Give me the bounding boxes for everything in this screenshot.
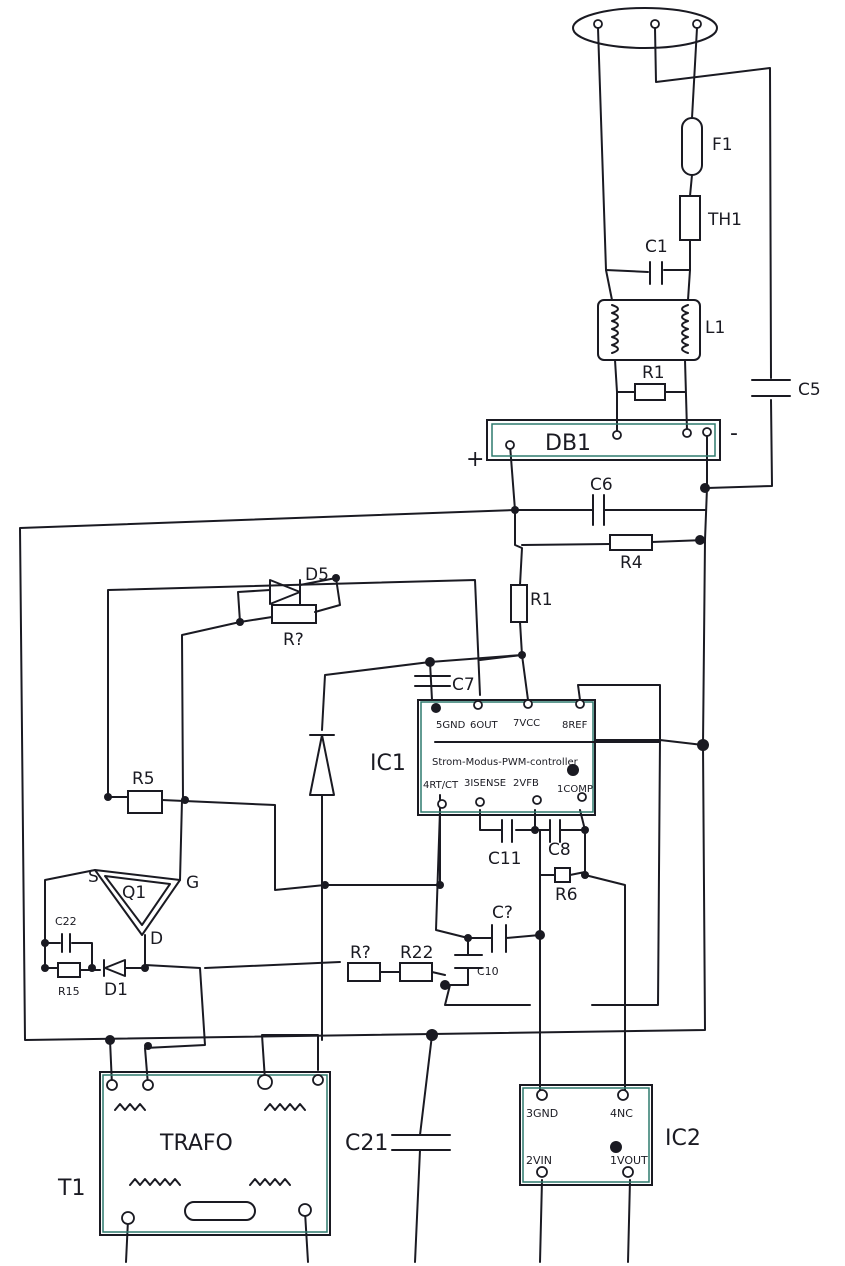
ic1-pwm-controller: 5GND 6OUT 7VCC 8REF Strom-Modus-PWM-cont… [370, 699, 661, 816]
svg-text:D: D [150, 929, 163, 949]
svg-text:IC1: IC1 [370, 751, 406, 776]
resistor-r1-start: R1 [510, 584, 553, 623]
svg-text:D5: D5 [305, 565, 329, 585]
capacitor-c7: C7 [414, 675, 475, 695]
capacitor-c11: C11 [488, 819, 522, 869]
fuse-f1: F1 [681, 117, 733, 176]
svg-text:C21: C21 [345, 1131, 388, 1156]
capacitor-c21: C21 [345, 1131, 451, 1156]
svg-text:R5: R5 [132, 769, 155, 789]
svg-text:8REF: 8REF [562, 720, 588, 731]
svg-text:6OUT: 6OUT [470, 720, 499, 731]
svg-text:3ISENSE: 3ISENSE [464, 778, 506, 789]
svg-text:C22: C22 [55, 915, 77, 928]
svg-text:4NC: 4NC [610, 1107, 633, 1120]
svg-text:S: S [88, 867, 99, 887]
svg-text:C5: C5 [798, 380, 821, 400]
resistor-r5: R5 [127, 769, 163, 814]
resistor-r22: R22 [399, 943, 433, 982]
svg-text:G: G [186, 873, 199, 893]
capacitor-c6: C6 [590, 475, 613, 526]
svg-text:R?: R? [350, 943, 371, 963]
capacitor-c1: C1 [645, 237, 668, 285]
inductor-l1: L1 [597, 299, 725, 361]
svg-text:2VFB: 2VFB [513, 778, 539, 789]
transformer-t1: TRAFO T1 [57, 1071, 331, 1236]
svg-text:C10: C10 [477, 965, 499, 978]
svg-text:R22: R22 [400, 943, 433, 963]
svg-text:1COMP: 1COMP [557, 784, 593, 795]
capacitor-c9: C? [491, 903, 513, 953]
thermistor-th1: TH1 [679, 195, 742, 241]
bridge-rectifier-db1: DB1 + - [466, 419, 738, 472]
capacitor-c5: C5 [751, 379, 821, 400]
ic2-regulator: 3GND 4NC 2VIN 1VOUT IC2 [519, 1084, 701, 1186]
capacitor-c22: C22 [55, 915, 77, 953]
svg-text:R1: R1 [642, 363, 665, 383]
capacitor-c8: C8 [548, 819, 571, 860]
svg-text:R15: R15 [58, 985, 80, 998]
svg-text:R4: R4 [620, 553, 643, 573]
svg-text:DB1: DB1 [545, 431, 591, 456]
svg-text:C6: C6 [590, 475, 613, 495]
svg-text:Q1: Q1 [122, 883, 146, 903]
svg-text:Strom-Modus-PWM-controller: Strom-Modus-PWM-controller [432, 757, 579, 768]
wires [19, 27, 773, 1263]
resistor-r2: R? [271, 604, 317, 650]
svg-text:C7: C7 [452, 675, 475, 695]
junction-dots [41, 483, 710, 1050]
diode-d5: D5 [269, 565, 329, 605]
svg-text:C1: C1 [645, 237, 668, 257]
svg-text:4RT/CT: 4RT/CT [423, 780, 459, 791]
svg-text:R?: R? [283, 630, 304, 650]
svg-text:F1: F1 [712, 135, 733, 155]
svg-text:T1: T1 [57, 1176, 85, 1201]
svg-text:C?: C? [492, 903, 513, 923]
diode-vertical [309, 734, 335, 796]
resistor-r3: R? [347, 943, 381, 982]
resistor-r15: R15 [57, 962, 81, 998]
resistor-r1-input: R1 [634, 363, 666, 401]
svg-text:7VCC: 7VCC [513, 718, 540, 729]
resistor-r6: R6 [554, 867, 578, 905]
svg-text:TH1: TH1 [707, 210, 742, 230]
svg-text:TRAFO: TRAFO [159, 1131, 233, 1156]
resistor-r4: R4 [609, 534, 653, 573]
svg-text:+: + [466, 447, 484, 472]
transistor-q1: Q1 S G D [88, 867, 199, 949]
svg-text:L1: L1 [705, 318, 725, 338]
svg-text:D1: D1 [104, 980, 128, 1000]
svg-text:3GND: 3GND [526, 1107, 558, 1120]
svg-text:-: - [730, 421, 738, 446]
svg-text:R6: R6 [555, 885, 578, 905]
svg-text:5GND: 5GND [436, 720, 466, 731]
svg-text:IC2: IC2 [665, 1126, 701, 1151]
svg-text:C11: C11 [488, 849, 522, 869]
svg-text:R1: R1 [530, 590, 553, 610]
capacitor-c10: C10 [454, 954, 499, 978]
svg-text:1VOUT: 1VOUT [610, 1154, 648, 1167]
svg-text:C8: C8 [548, 840, 571, 860]
svg-text:2VIN: 2VIN [526, 1154, 552, 1167]
diode-d1: D1 [103, 959, 128, 1000]
